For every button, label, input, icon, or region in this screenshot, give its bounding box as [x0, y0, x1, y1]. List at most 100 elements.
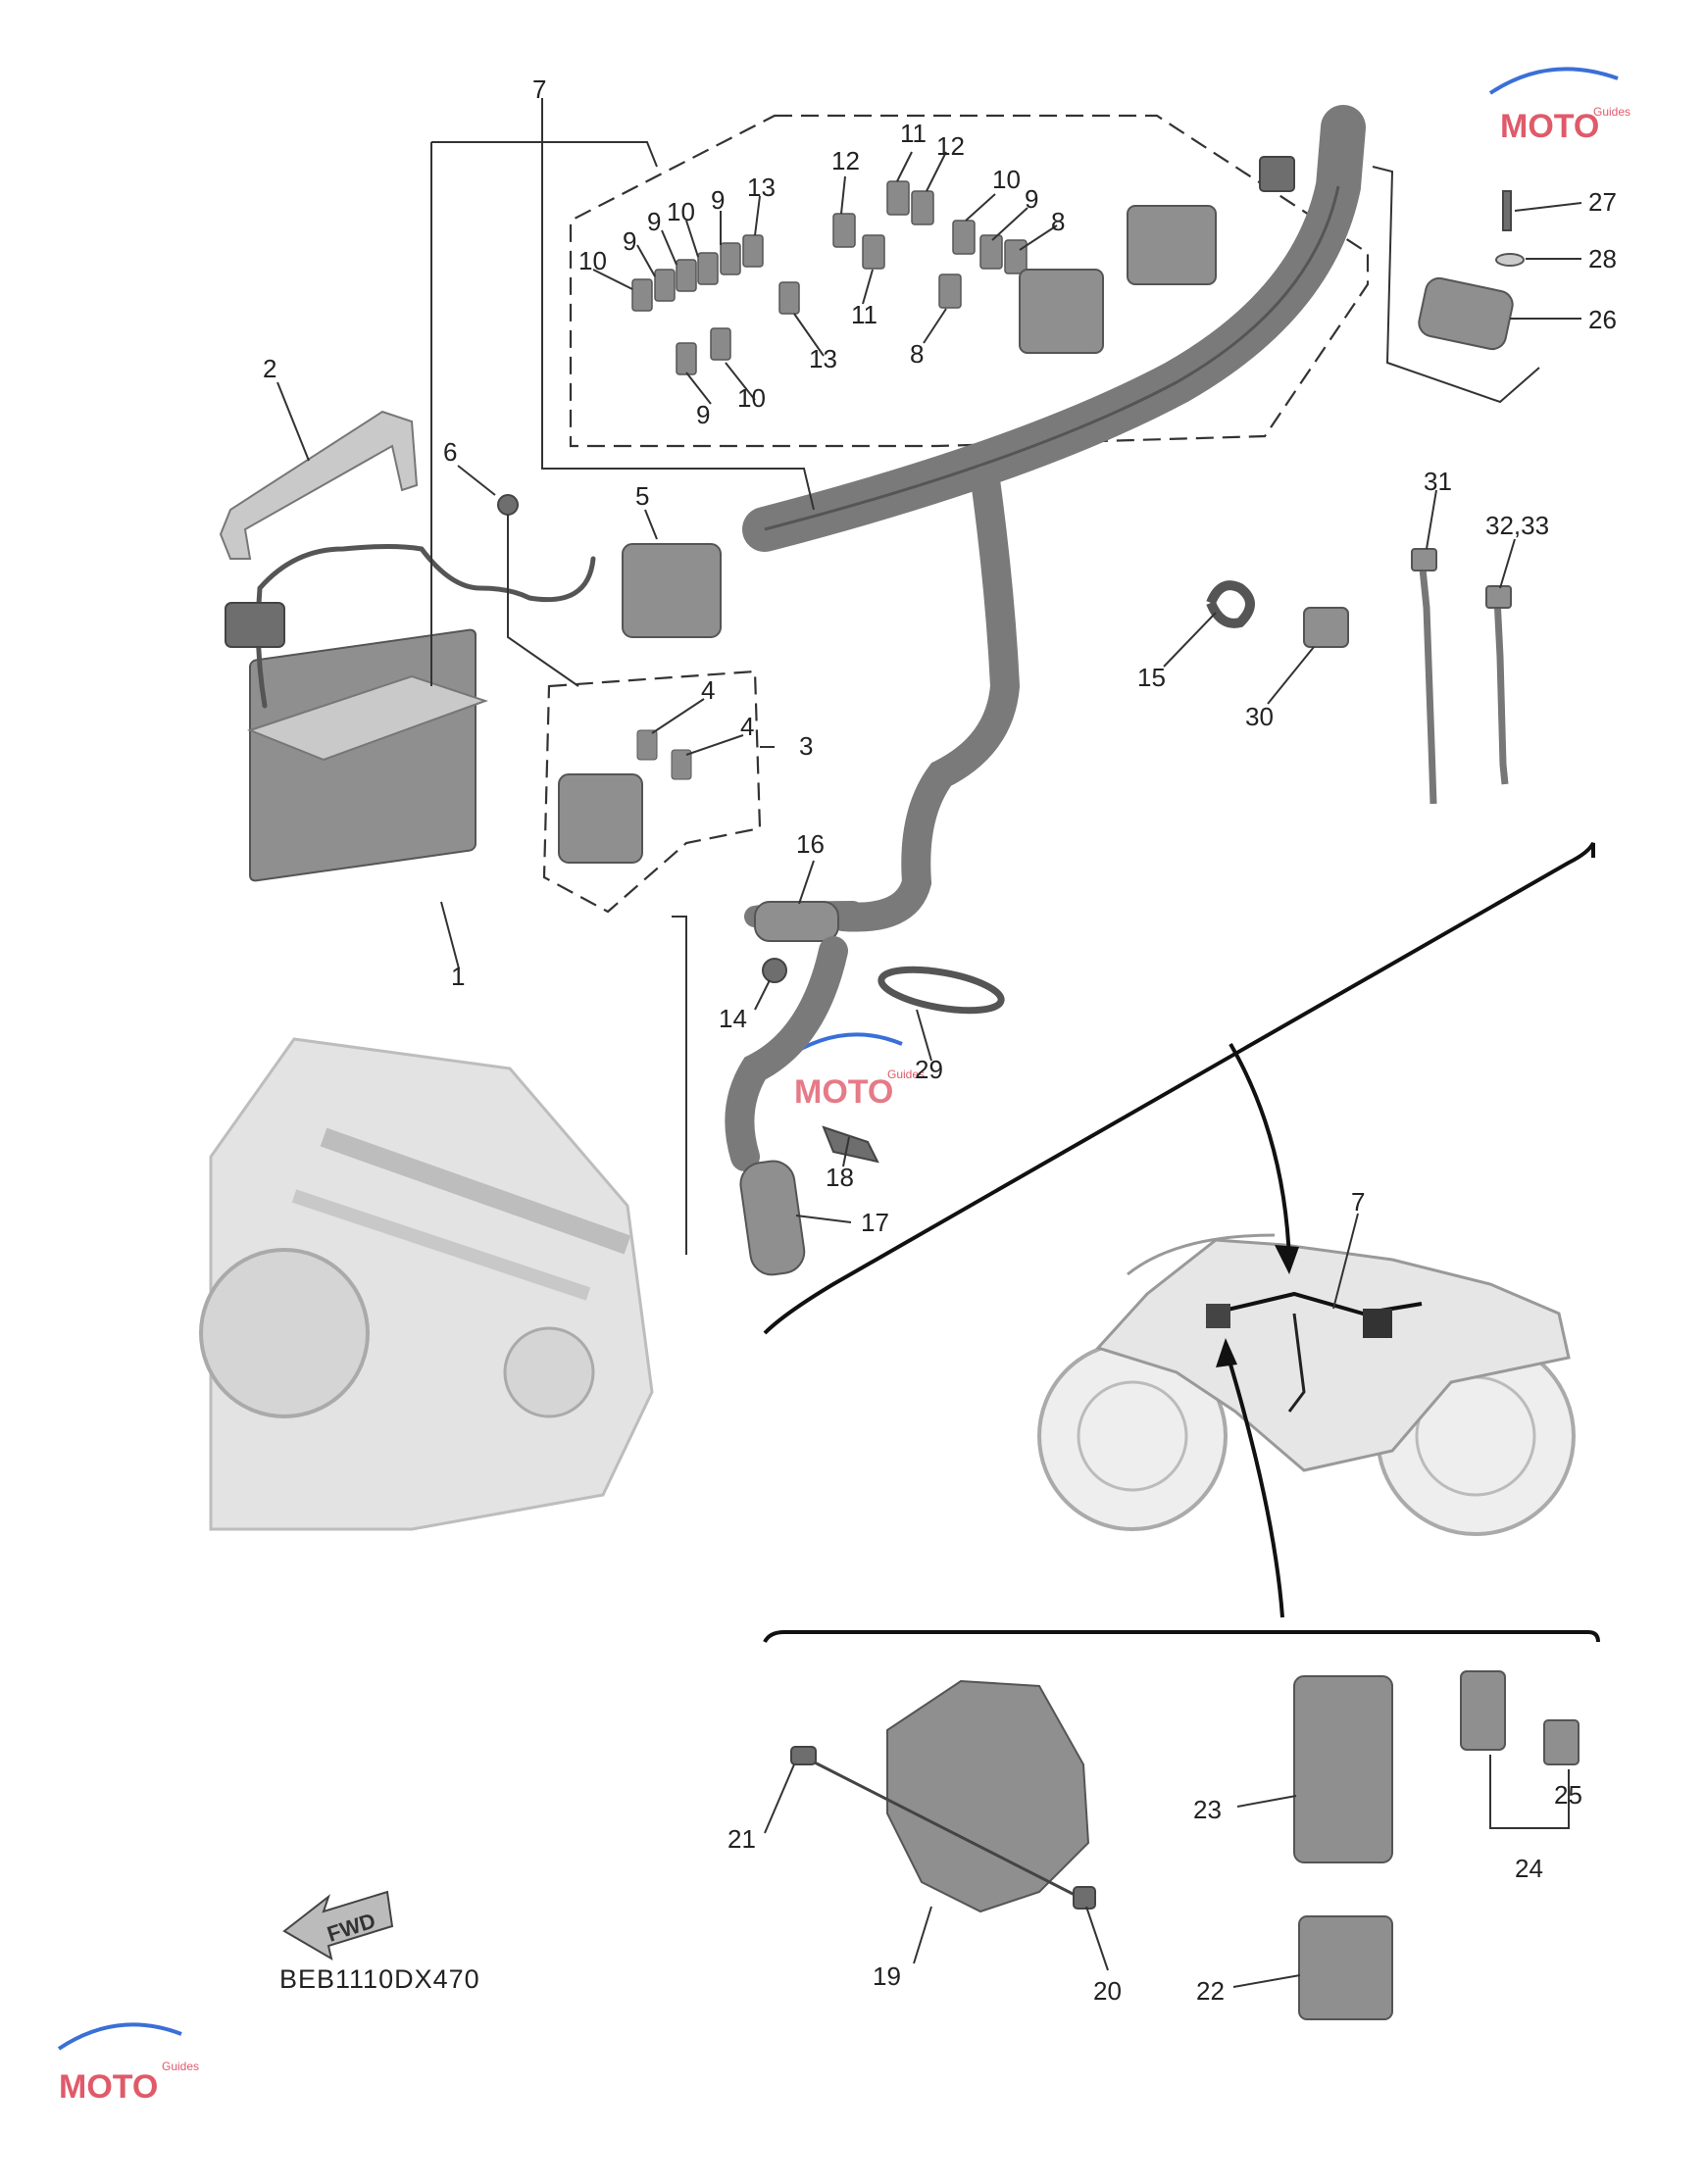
svg-text:Guides: Guides — [887, 1067, 925, 1081]
battery-1 — [249, 628, 476, 882]
cable-tie-32-33 — [1493, 597, 1509, 785]
cable-tie-31-head — [1411, 548, 1437, 571]
bike-callout-sweep-top — [763, 841, 1595, 1335]
callout-5: 5 — [635, 481, 649, 511]
watermark-logo-center: MOTO Guides — [782, 1032, 925, 1111]
fuse-4a — [636, 729, 658, 761]
svg-text:MOTO: MOTO — [1500, 108, 1599, 145]
callout-1: 1 — [451, 962, 465, 991]
watermark-logo-top-right: MOTO Guides — [1488, 67, 1630, 145]
callout-2: 2 — [263, 354, 276, 383]
svg-text:Guides: Guides — [1593, 105, 1630, 119]
bolt-27 — [1502, 190, 1512, 231]
callout-8a: 8 — [1051, 207, 1065, 236]
callout-11b: 11 — [900, 119, 927, 148]
callout-13b: 13 — [809, 344, 837, 373]
callout-6: 6 — [443, 437, 457, 467]
battery-top — [247, 674, 489, 762]
hose-bend — [725, 936, 848, 1171]
callout-7-top: 7 — [532, 74, 546, 104]
relay-23 — [1293, 1675, 1393, 1863]
protector-17 — [739, 1160, 806, 1276]
relay-22 — [1298, 1915, 1393, 2020]
fusebox-small-connector — [1259, 156, 1295, 192]
callout-10d: 10 — [992, 165, 1021, 194]
fuse-4b — [671, 749, 692, 780]
cable-tie-32-33-head — [1485, 585, 1512, 609]
callout-27: 27 — [1588, 187, 1617, 217]
callout-12b: 12 — [936, 131, 965, 161]
callout-32-33: 32,33 — [1485, 511, 1549, 540]
callout-23: 23 — [1193, 1795, 1222, 1824]
motorcycle-illustration — [1037, 1233, 1576, 1536]
callout-16: 16 — [796, 829, 825, 859]
callout-31: 31 — [1424, 467, 1452, 496]
callout-30: 30 — [1245, 702, 1274, 731]
callout-7-bike: 7 — [1351, 1187, 1365, 1216]
bike-arrow-up — [1224, 1347, 1284, 1618]
bolt-6 — [497, 494, 519, 516]
arrow-head-1 — [1275, 1245, 1299, 1274]
engine-pointer-line — [672, 916, 687, 1255]
relay-26 — [1418, 276, 1514, 351]
callout-28: 28 — [1588, 244, 1617, 273]
callout-21: 21 — [727, 1824, 756, 1854]
cable-tie-31 — [1418, 558, 1437, 805]
callout-8b: 8 — [910, 339, 924, 369]
starter-relay-5 — [622, 543, 722, 638]
callout-4a: 4 — [701, 675, 715, 705]
fuse-holder-detail-outline — [542, 670, 762, 914]
callout-14: 14 — [719, 1004, 747, 1033]
bottom-detail-frame — [763, 1630, 1600, 1644]
callout-24: 24 — [1515, 1854, 1543, 1883]
callout-9e: 9 — [1025, 184, 1038, 214]
bolt-14 — [762, 958, 787, 983]
callout-9d: 9 — [696, 400, 710, 429]
battery-band-2 — [219, 410, 419, 560]
callout-10b: 10 — [667, 197, 695, 226]
ecu-cover-strap — [808, 1758, 1079, 1899]
band-29 — [878, 966, 1005, 1015]
watermark-logo-bottom-left: MOTO Guides — [57, 2022, 199, 2106]
battery-wire-harness — [255, 544, 596, 709]
callout-19: 19 — [873, 1961, 901, 1991]
ecu-cover-19 — [886, 1679, 1090, 1913]
callout-9a: 9 — [623, 226, 636, 256]
connector-16 — [754, 901, 839, 942]
callout-9b: 9 — [647, 207, 661, 236]
clamp-15 — [1206, 580, 1255, 628]
callout-10c: 10 — [737, 383, 766, 413]
fusebox-relay-block — [1019, 269, 1104, 354]
callout-25: 25 — [1554, 1780, 1582, 1810]
diagram-code: BEB1110DX470 — [279, 1964, 480, 1994]
connector-24 — [1460, 1670, 1506, 1751]
svg-text:MOTO: MOTO — [59, 2068, 158, 2106]
svg-text:Guides: Guides — [162, 2060, 199, 2073]
callout-18: 18 — [826, 1163, 854, 1192]
holder-30 — [1303, 607, 1349, 648]
callout-9c: 9 — [711, 185, 725, 215]
callout-15: 15 — [1137, 663, 1166, 692]
forward-arrow-icon: FWD — [282, 1890, 394, 1961]
battery-terminal-cover — [225, 602, 285, 648]
connector-25 — [1543, 1719, 1580, 1765]
arrow-head-2 — [1216, 1338, 1237, 1367]
leader-lines — [276, 98, 1582, 1988]
callout-26: 26 — [1588, 305, 1617, 334]
clamp-18 — [822, 1125, 879, 1164]
callout-3: 3 — [799, 731, 813, 761]
callout-13a: 13 — [747, 173, 776, 202]
engine-illustration — [199, 1037, 654, 1531]
callout-labels: 7 2 6 5 4 4 3 1 16 14 29 18 17 15 30 31 … — [263, 74, 1617, 2006]
fusebox-detail-outline — [569, 114, 1370, 448]
callout-20: 20 — [1093, 1976, 1122, 2006]
callout-12a: 12 — [831, 146, 860, 175]
bike-arrow-down — [1229, 1042, 1291, 1261]
fusebox-connector-block — [1127, 205, 1217, 285]
callout-4b: 4 — [740, 712, 754, 741]
callout-22: 22 — [1196, 1976, 1225, 2006]
fuse-group — [631, 180, 1028, 375]
grommet-20 — [1073, 1886, 1096, 1910]
svg-text:MOTO: MOTO — [794, 1073, 893, 1111]
